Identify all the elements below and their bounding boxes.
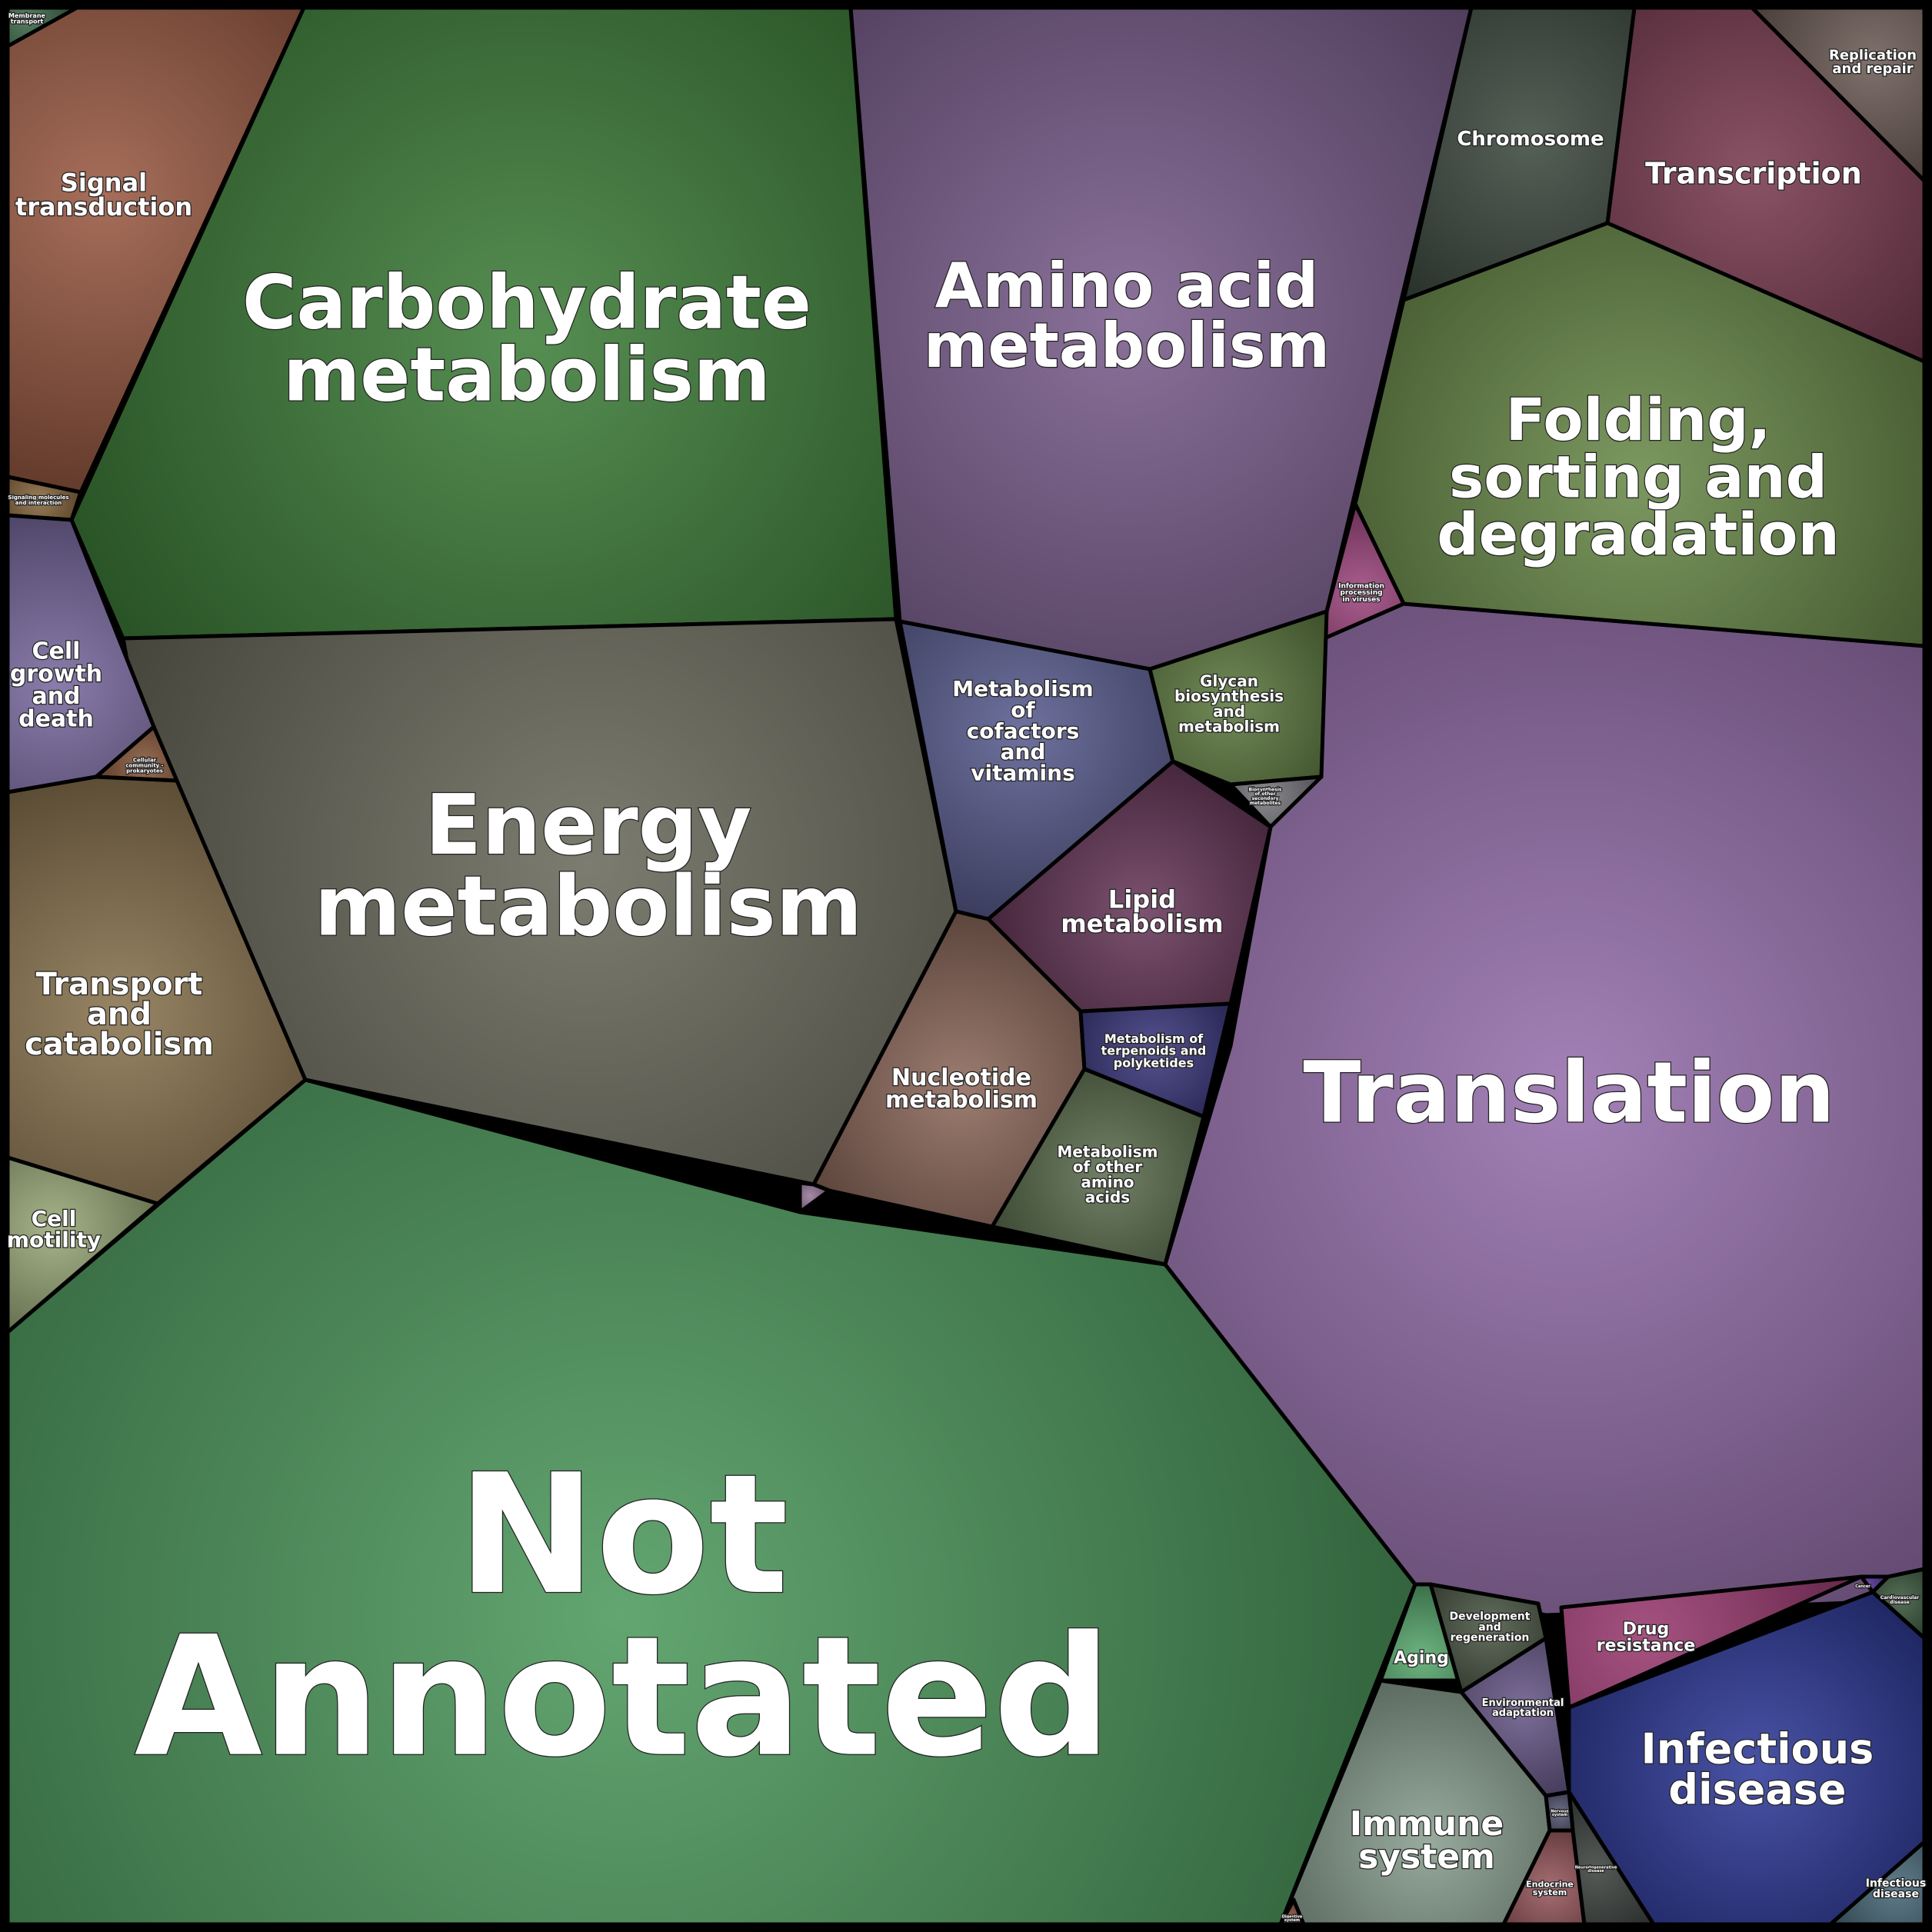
cell-label: Translation xyxy=(1303,1044,1834,1142)
treemap-cell xyxy=(5,1155,160,1334)
cell-label: Aging xyxy=(1394,1649,1449,1668)
treemap-cell xyxy=(990,1067,1206,1267)
treemap-cell xyxy=(1228,774,1324,829)
treemap-cell xyxy=(1750,5,1927,183)
treemap-cell xyxy=(1401,5,1637,302)
treemap-cell xyxy=(5,5,79,48)
treemap-cell xyxy=(1559,1574,1864,1710)
treemap-cell xyxy=(798,1181,831,1214)
treemap-cell xyxy=(1544,1790,1575,1833)
cell-label: Transcription xyxy=(1645,156,1862,190)
treemap-cell xyxy=(1278,1897,1306,1927)
treemap-cell xyxy=(1828,1840,1927,1927)
treemap-cell xyxy=(1317,501,1406,643)
cell-label: Cancer xyxy=(1855,1584,1870,1589)
cell-label: Chromosome xyxy=(1457,128,1604,151)
